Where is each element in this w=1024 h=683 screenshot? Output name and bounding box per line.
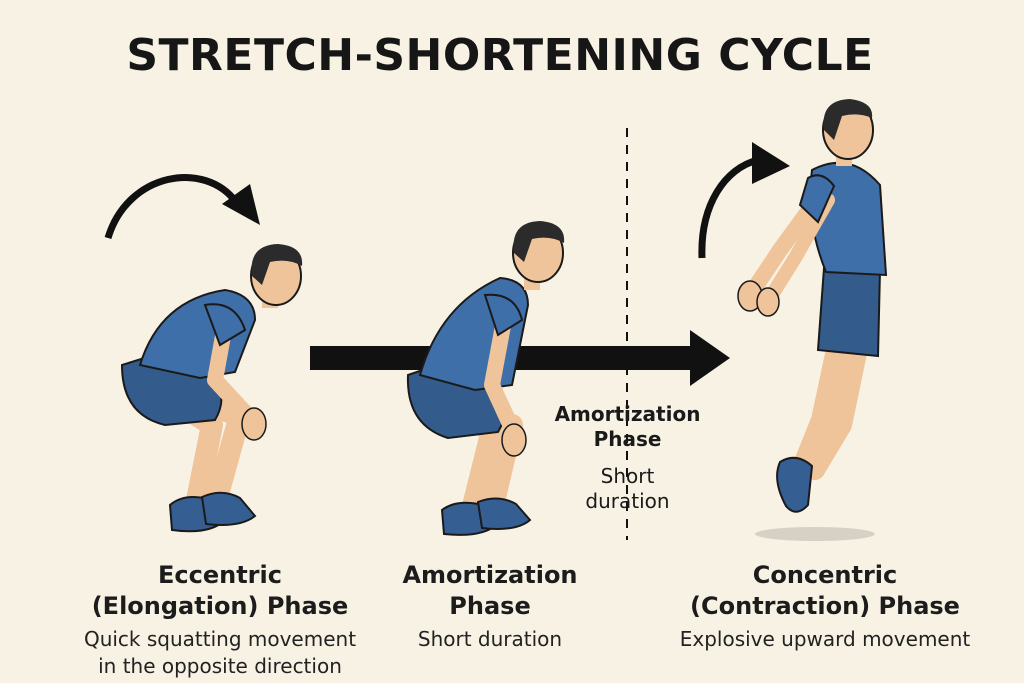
diagram-title: STRETCH-SHORTENING CYCLE: [126, 30, 874, 81]
mid-label-desc-2: duration: [585, 489, 670, 513]
phase-eccentric-desc-line1: Quick squatting movement: [83, 627, 357, 651]
mid-label-desc-1: Short: [600, 464, 655, 488]
phase-eccentric-heading: Eccentric (Elongation) Phase: [40, 560, 400, 622]
phase-amortization-heading: Amortization Phase: [385, 560, 595, 622]
phase-amortization-desc: Short duration: [385, 626, 595, 653]
phase-eccentric-desc-line2: in the opposite direction: [98, 654, 342, 678]
phase-concentric-heading-line2: (Contraction) Phase: [690, 592, 960, 620]
phase-concentric-desc: Explosive upward movement: [655, 626, 995, 653]
phase-concentric-desc-line1: Explosive upward movement: [679, 627, 971, 651]
curved-arrow-left: [104, 174, 260, 240]
mid-label-heading-2: Phase: [593, 427, 662, 451]
mid-amortization-label: Amortization Phase Short duration: [540, 402, 715, 514]
phase-amortization-heading-line2: Phase: [449, 592, 531, 620]
phase-eccentric-heading-line1: Eccentric: [158, 561, 282, 589]
athlete-figure-amortization: [406, 221, 565, 536]
phase-amortization-heading-line1: Amortization: [402, 561, 578, 589]
phase-eccentric-desc: Quick squatting movement in the opposite…: [30, 626, 410, 680]
phase-concentric-heading-line1: Concentric: [752, 561, 898, 589]
phase-eccentric-heading-line2: (Elongation) Phase: [91, 592, 349, 620]
athlete-figure-concentric: [737, 99, 888, 541]
curved-arrow-right: [698, 142, 790, 259]
athlete-figure-eccentric: [120, 244, 303, 533]
phase-concentric-heading: Concentric (Contraction) Phase: [655, 560, 995, 622]
ground-shadow: [755, 527, 875, 541]
phase-amortization-desc-line1: Short duration: [417, 627, 563, 651]
mid-label-heading-1: Amortization: [554, 402, 701, 426]
